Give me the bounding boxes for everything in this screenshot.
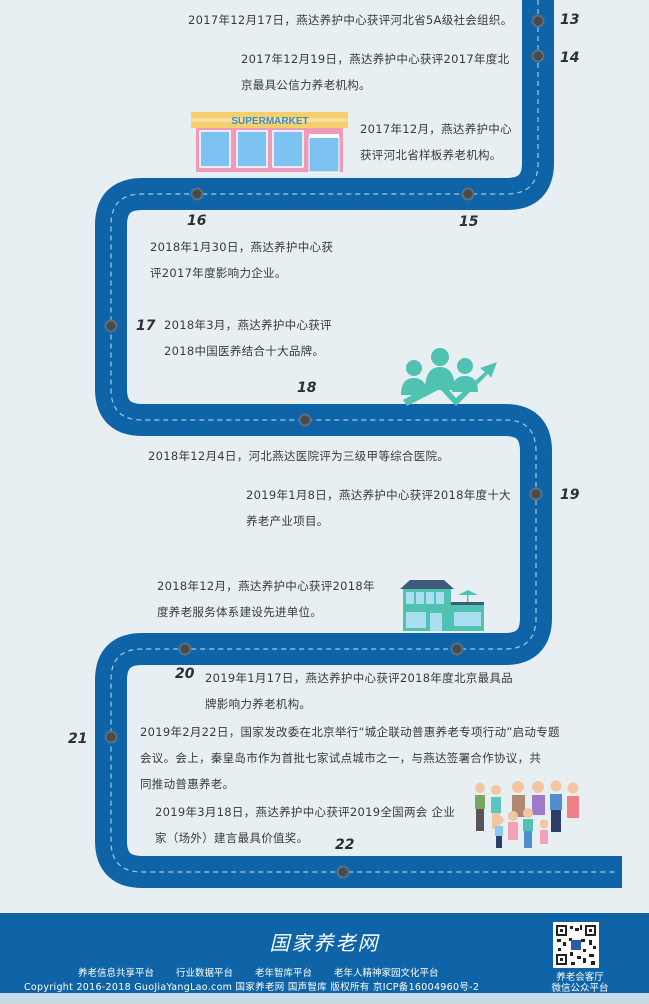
milestone-number-17: 17 [136, 318, 156, 334]
milestone-21-text: 2019年2月22日，国家发改委在北京举行“城企联动普惠养老专项行动”启动专题 … [140, 725, 560, 791]
node-13 [531, 14, 545, 28]
milestone-number-15: 15 [459, 214, 479, 230]
footer-logo[interactable]: 国家养老网 [269, 931, 380, 955]
qr-caption: 养老会客厅 微信公众平台 [551, 972, 609, 994]
milestone-number-13: 13 [560, 12, 580, 28]
milestone-13-text: 2017年12月17日，燕达养护中心获评河北省5A级社会组织。 [188, 13, 513, 27]
family-icon [475, 780, 579, 848]
node-20a [450, 642, 464, 656]
milestone-16-text: 2018年1月30日，燕达养护中心获 评2017年度影响力企业。 [150, 240, 334, 280]
footer-link-info-sharing[interactable]: 养老信息共享平台 [78, 968, 155, 979]
people-growth-icon [401, 348, 497, 406]
node-14 [531, 49, 545, 63]
node-15 [461, 187, 475, 201]
footer-link-think-tank[interactable]: 老年智库平台 [255, 968, 313, 979]
milestone-17-text: 2018年3月，燕达养护中心获评 2018中国医养结合十大品牌。 [164, 318, 332, 358]
milestone-number-19: 19 [560, 487, 580, 503]
footer-copyright: Copyright 2016-2018 GuoJiaYangLao.com 国家… [24, 982, 480, 993]
house-icon [400, 580, 484, 631]
site-footer: 国家养老网 养老信息共享平台 行业数据平台 老年智库平台 老年人精神家园文化平台… [0, 913, 649, 994]
milestone-22-text: 2019年3月18日，燕达养护中心获评2019全国两会 企业 家（场外）建言最具… [155, 805, 456, 845]
node-18 [298, 413, 312, 427]
timeline-road: SUPERMARKET [95, 0, 622, 888]
milestone-19-text: 2019年1月8日，燕达养护中心获评2018年度十大 养老产业项目。 [246, 488, 511, 528]
milestone-20-text: 2019年1月17日，燕达养护中心获评2018年度北京最具品 牌影响力养老机构。 [205, 671, 513, 711]
footer-links: 养老信息共享平台 行业数据平台 老年智库平台 老年人精神家园文化平台 [78, 965, 439, 979]
svg-text:SUPERMARKET: SUPERMARKET [231, 116, 308, 127]
node-21 [104, 730, 118, 744]
milestone-14-text: 2017年12月19日，燕达养护中心获评2017年度北 京最具公信力养老机构。 [241, 52, 510, 92]
node-16 [190, 187, 204, 201]
footer-bottom-strip [0, 993, 649, 1004]
milestone-15-text: 2017年12月，燕达养护中心 获评河北省样板养老机构。 [360, 122, 512, 162]
milestone-20-award-text: 2018年12月，燕达养护中心获评2018年 度养老服务体系建设先进单位。 [157, 579, 375, 619]
footer-link-culture[interactable]: 老年人精神家园文化平台 [334, 968, 439, 979]
node-20 [178, 642, 192, 656]
milestone-number-14: 14 [560, 50, 580, 66]
milestone-number-20: 20 [175, 666, 195, 682]
qr-code-icon [553, 922, 599, 968]
node-22 [336, 865, 350, 879]
node-17 [104, 319, 118, 333]
milestone-18-text: 2018年12月4日，河北燕达医院评为三级甲等综合医院。 [148, 449, 450, 463]
node-19 [529, 487, 543, 501]
footer-link-industry-data[interactable]: 行业数据平台 [176, 968, 234, 979]
supermarket-icon: SUPERMARKET [191, 112, 348, 173]
milestone-number-22: 22 [335, 837, 355, 853]
milestone-number-18: 18 [297, 380, 317, 396]
milestone-number-16: 16 [187, 213, 207, 229]
milestone-number-21: 21 [68, 731, 88, 747]
